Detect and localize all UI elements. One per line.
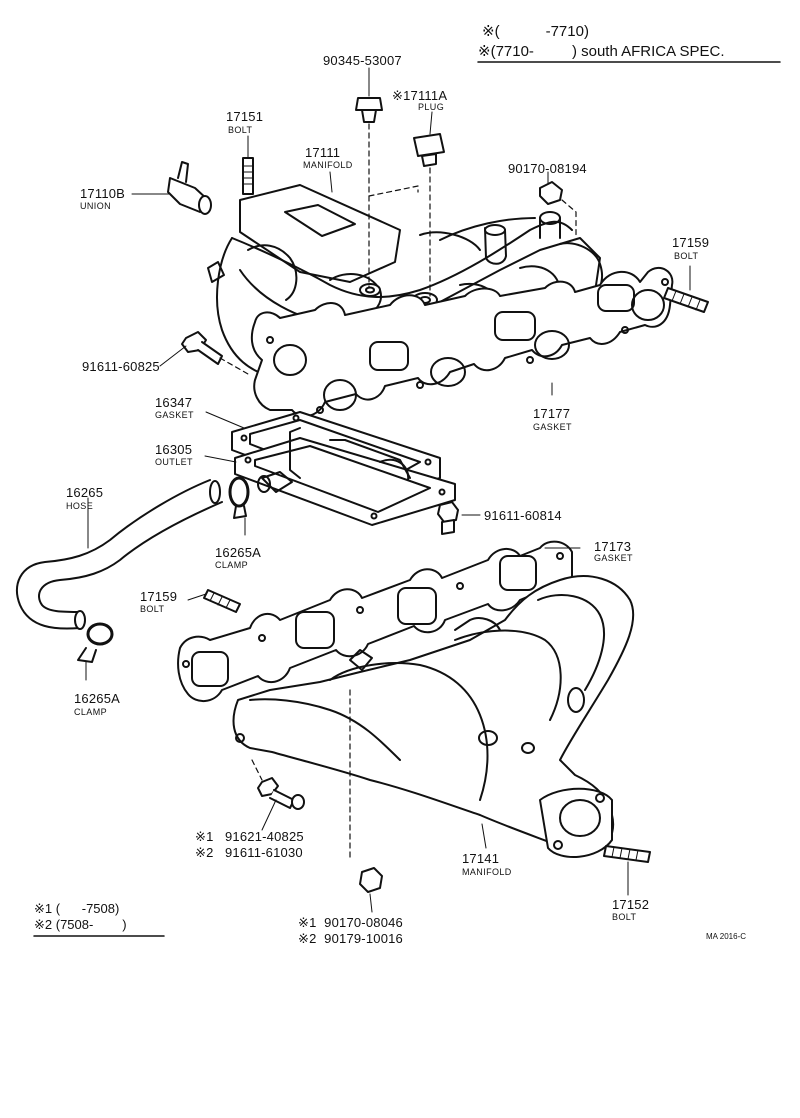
header-line-1: ※( -7710)	[482, 24, 589, 39]
part-number-17159-lower: 17159	[140, 589, 178, 604]
part-line-90179-10016: ※2 90179-10016	[298, 932, 403, 945]
plug-90345	[355, 97, 383, 289]
header-spec-text: ) south AFRICA SPEC.	[571, 43, 725, 60]
footnote-line-1: ※1 ( -7508)	[34, 901, 120, 916]
stud-bolt-17151	[242, 157, 254, 195]
part-name-union: UNION	[80, 201, 111, 211]
part-name-outlet: OUTLET	[155, 457, 193, 467]
part-line-91611-61030: ※2 91611-61030	[195, 846, 303, 859]
part-line-91621-40825: ※1 91621-40825	[195, 830, 304, 843]
nut-90170-lower	[349, 689, 383, 893]
part-number-90179-10016: 90179-10016	[324, 931, 403, 946]
clamp-16265A-lower	[77, 622, 114, 681]
header-mark-2: ※(7710-	[478, 43, 534, 60]
part-number-91611-60814: 91611-60814	[484, 508, 562, 523]
diagram-reference-code: MA 2016-C	[706, 932, 747, 941]
part-number-16347: 16347	[155, 395, 193, 410]
part-number-16305: 16305	[155, 442, 193, 457]
part-number-91611-61030: 91611-61030	[224, 845, 303, 860]
part-name-clamp-lower: CLAMP	[74, 707, 108, 717]
part-name-bolt-17152: BOLT	[612, 912, 637, 922]
bolt-91611-60825	[181, 331, 249, 375]
stud-bolt-17159-lower	[203, 589, 241, 613]
part-number-90170-08046: 90170-08046	[324, 915, 403, 930]
stud-bolt-17159-upper	[663, 287, 709, 313]
footnote-line-2: ※2 (7508- )	[34, 917, 127, 932]
part-number-16265A-upper: 16265A	[215, 545, 262, 560]
part-name-clamp-upper: CLAMP	[215, 560, 249, 570]
hose-16265	[16, 479, 223, 630]
part-number-16265: 16265	[66, 485, 104, 500]
part-number-17111A: ※17111A	[392, 88, 448, 103]
part-number-91621-40825: 91621-40825	[224, 829, 304, 844]
variant-mark-1: ※1	[298, 915, 317, 930]
part-name-bolt-17159-lower: BOLT	[140, 604, 165, 614]
bolt-91621-40825	[251, 759, 305, 810]
variant-mark-2: ※2	[195, 845, 214, 860]
part-number-17173: 17173	[594, 539, 632, 554]
part-number-91611-60825: 91611-60825	[82, 359, 160, 374]
exhaust-manifold-17141	[232, 575, 635, 859]
part-line-90170-08046: ※1 90170-08046	[298, 916, 403, 929]
part-name-gasket-17177: GASKET	[533, 422, 572, 432]
clamp-16265A-upper	[228, 476, 250, 536]
leader-lines	[87, 67, 691, 913]
plug-17111A	[368, 133, 445, 297]
part-name-gasket-17173: GASKET	[594, 553, 633, 563]
part-number-90170-08194: 90170-08194	[508, 161, 587, 176]
part-name-manifold-17111: MANIFOLD	[303, 160, 353, 170]
bolt-91611-60814	[437, 501, 459, 535]
stud-bolt-17152	[603, 845, 651, 863]
part-name-plug: PLUG	[418, 102, 445, 112]
part-name-hose: HOSE	[66, 501, 94, 511]
part-number-17141: 17141	[462, 851, 500, 866]
gasket-17177	[250, 266, 674, 418]
part-number-17151: 17151	[226, 109, 264, 124]
part-number-16265A-lower: 16265A	[74, 691, 121, 706]
nut-90170-upper	[539, 181, 577, 239]
part-number-17152: 17152	[612, 897, 650, 912]
header-line-2: ※(7710- ) south AFRICA SPEC.	[478, 44, 725, 59]
part-number-17111: 17111	[305, 145, 341, 160]
variant-mark-1: ※1	[195, 829, 214, 844]
water-outlet-16305	[234, 427, 456, 526]
variant-mark-2: ※2	[298, 931, 317, 946]
header-mark-1: ※(	[482, 23, 500, 40]
header-range-1: -7710)	[545, 23, 589, 40]
part-number-90345: 90345-53007	[323, 53, 402, 68]
part-number-17177: 17177	[533, 406, 571, 421]
part-name-bolt-17159-upper: BOLT	[674, 251, 699, 261]
part-number-17159-upper: 17159	[672, 235, 710, 250]
union-17110B	[167, 161, 212, 215]
part-name-manifold-17141: MANIFOLD	[462, 867, 512, 877]
part-name-gasket-16347: GASKET	[155, 410, 194, 420]
part-name-bolt-17151: BOLT	[228, 125, 253, 135]
part-number-17110B: 17110B	[80, 186, 126, 201]
